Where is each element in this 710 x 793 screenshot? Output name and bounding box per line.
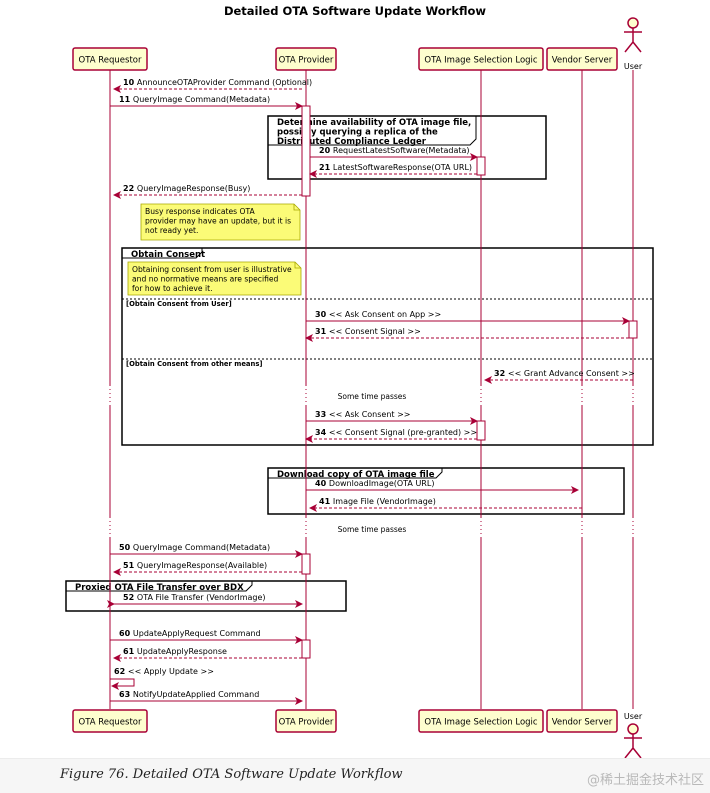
- note-text: not ready yet.: [145, 226, 198, 235]
- activation-bar: [476, 420, 486, 441]
- participant-box: [72, 47, 148, 71]
- group-tab: [268, 468, 443, 479]
- user-actor-icon: [624, 28, 642, 53]
- group-title: Determine availability of OTA image file…: [277, 118, 471, 128]
- user-actor-icon: [624, 734, 642, 759]
- activation-bar: [301, 553, 311, 575]
- participant-box: [275, 709, 337, 733]
- message-label-60: 60 UpdateApplyRequest Command: [119, 629, 261, 638]
- message-arrow-62: [110, 678, 135, 690]
- user-actor-icon: [627, 17, 639, 29]
- group-title: Download copy of OTA image file: [277, 470, 435, 480]
- participant-box: [418, 47, 544, 71]
- message-label-61: 61 UpdateApplyResponse: [123, 647, 227, 656]
- alt-label: [Obtain Consent from User]: [126, 300, 232, 308]
- note-text: provider may have an update, but it is: [145, 217, 291, 226]
- message-label-41: 41 Image File (VendorImage): [319, 497, 436, 506]
- group-background: [268, 116, 546, 179]
- note-text: Obtaining consent from user is illustrat…: [132, 265, 292, 274]
- group-frame: [267, 467, 625, 515]
- message-label-63: 63 NotifyUpdateApplied Command: [119, 690, 259, 699]
- participant-label-user: User: [624, 62, 643, 71]
- message-label-11: 11 QueryImage Command(Metadata): [119, 95, 270, 104]
- activation-bar: [301, 105, 311, 197]
- message-label-62: 62 << Apply Update >>: [114, 667, 214, 676]
- message-label-22: 22 QueryImageResponse(Busy): [123, 184, 250, 193]
- note-text: for how to achieve it.: [132, 284, 212, 293]
- message-label-50: 50 QueryImage Command(Metadata): [119, 543, 270, 552]
- participant-label: OTA Image Selection Logic: [424, 56, 537, 66]
- note-text: Busy response indicates OTA: [145, 207, 256, 216]
- watermark: @稀土掘金技术社区: [586, 773, 704, 788]
- user-actor-icon: [627, 723, 639, 735]
- group-title: possibly querying a replica of the: [277, 128, 438, 138]
- diagram-title: Detailed OTA Software Update Workflow: [224, 4, 486, 18]
- participant-box: [546, 709, 618, 733]
- group-title: Proxied OTA File Transfer over BDX: [75, 583, 244, 593]
- participant-label: Vendor Server: [552, 718, 613, 728]
- note-text: and no normative means are specified: [132, 275, 279, 284]
- note-box: [127, 261, 302, 296]
- participant-label: OTA Requestor: [79, 718, 142, 728]
- group-title: Distributed Compliance Ledger: [277, 137, 427, 147]
- note-fold: [294, 262, 301, 269]
- participant-box: [546, 47, 618, 71]
- participant-box: [72, 709, 148, 733]
- message-label-10: 10 AnnounceOTAProvider Command (Optional…: [123, 78, 312, 87]
- message-label-31: 31 << Consent Signal >>: [315, 327, 421, 336]
- participant-label: OTA Image Selection Logic: [424, 718, 537, 728]
- note-fold: [293, 204, 300, 211]
- group-frame: [121, 247, 654, 446]
- group-tab: [122, 248, 203, 259]
- participant-label: Vendor Server: [552, 56, 613, 66]
- participant-label: OTA Requestor: [79, 56, 142, 66]
- message-label-52: 52 OTA File Transfer (VendorImage): [123, 593, 266, 602]
- delay-label: Some time passes: [338, 392, 407, 401]
- message-label-20: 20 RequestLatestSoftware(Metadata): [319, 146, 470, 155]
- message-label-51: 51 QueryImageResponse(Available): [123, 561, 267, 570]
- activation-bar: [301, 639, 311, 659]
- participant-label-user: User: [624, 712, 643, 721]
- delay-label: Some time passes: [338, 525, 407, 534]
- participant-label: OTA Provider: [279, 56, 334, 66]
- participant-box: [418, 709, 544, 733]
- note-box: [140, 203, 301, 241]
- group-tab: [268, 116, 477, 146]
- participant-label: OTA Provider: [279, 718, 334, 728]
- figure-caption: Figure 76. Detailed OTA Software Update …: [60, 767, 403, 782]
- activation-bar: [628, 320, 638, 339]
- activation-bar: [476, 156, 486, 176]
- participant-box: [275, 47, 337, 71]
- message-label-32: 32 << Grant Advance Consent >>: [494, 369, 635, 378]
- group-frame: [65, 580, 347, 612]
- group-frame: [267, 115, 547, 180]
- message-label-34: 34 << Consent Signal (pre-granted) >>: [315, 428, 477, 437]
- message-label-21: 21 LatestSoftwareResponse(OTA URL): [319, 163, 472, 172]
- message-label-33: 33 << Ask Consent >>: [315, 410, 410, 419]
- group-title: Obtain Consent: [131, 250, 205, 260]
- group-tab: [66, 581, 253, 592]
- message-label-30: 30 << Ask Consent on App >>: [315, 310, 441, 319]
- message-label-40: 40 DownloadImage(OTA URL): [315, 479, 434, 488]
- caption-band: [0, 758, 710, 793]
- alt-label: [Obtain Consent from other means]: [126, 360, 263, 368]
- sequence-diagram: Detailed OTA Software Update WorkflowDet…: [65, 4, 654, 759]
